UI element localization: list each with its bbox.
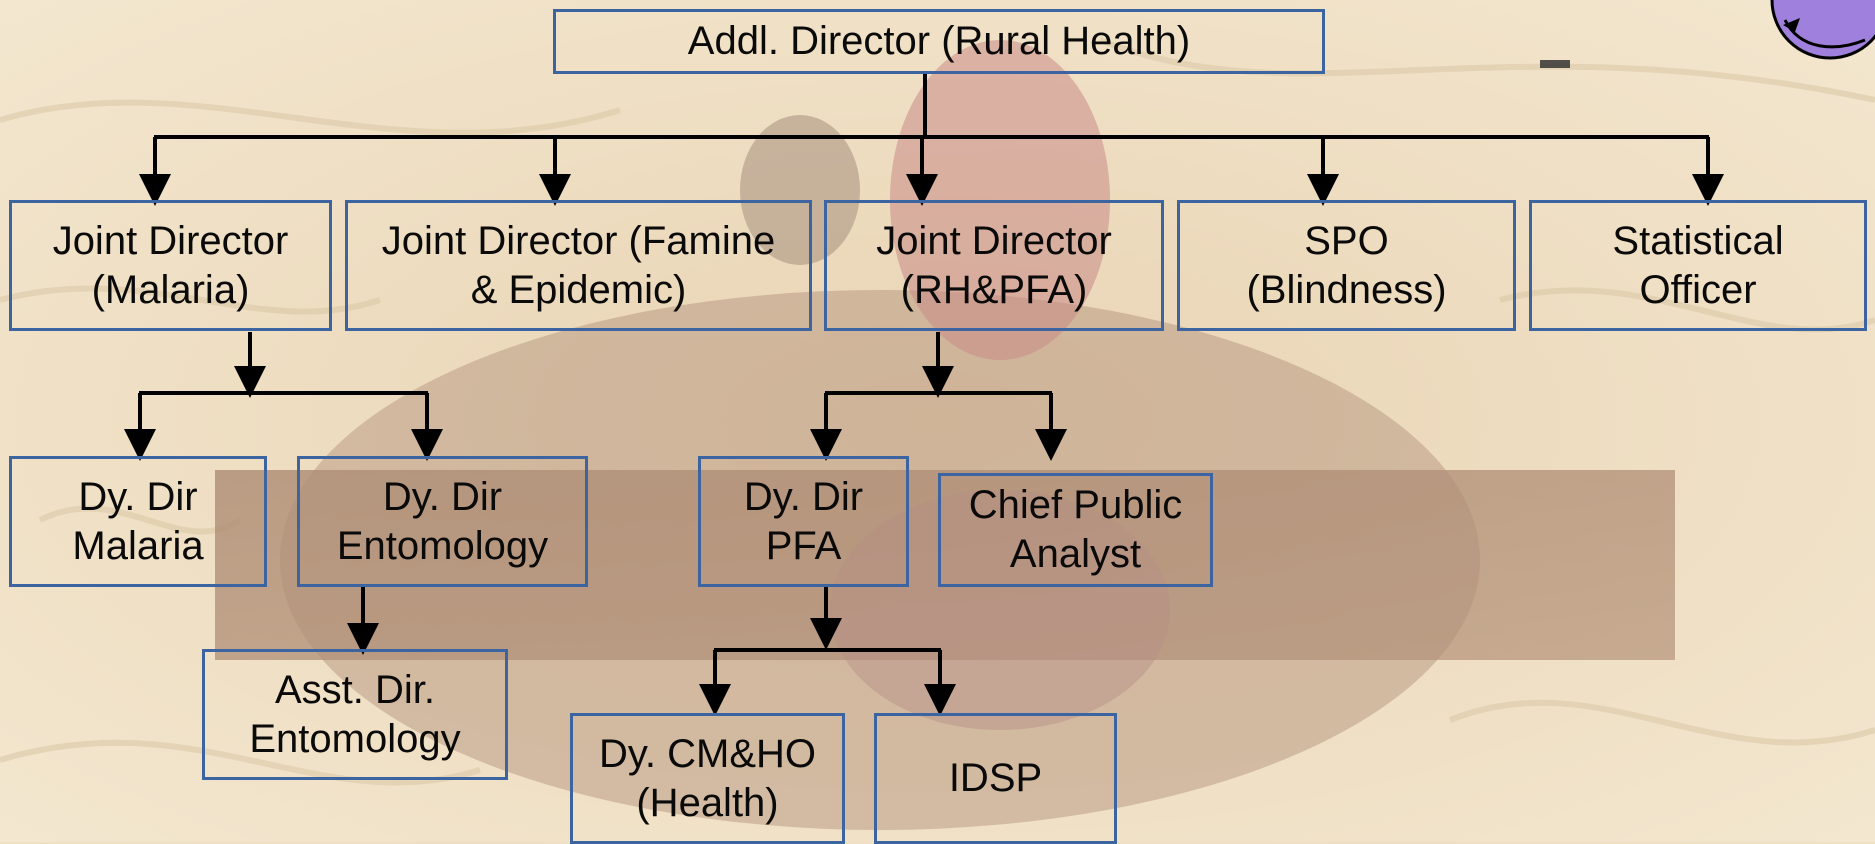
node-addl-director: Addl. Director (Rural Health)	[553, 9, 1325, 74]
node-jd-rhpfa: Joint Director (RH&PFA)	[824, 200, 1164, 331]
node-jd-malaria: Joint Director (Malaria)	[9, 200, 332, 331]
node-idsp: IDSP	[874, 713, 1117, 844]
logo-fragment	[1770, 0, 1875, 60]
node-dy-dir-entomology: Dy. Dir Entomology	[297, 456, 588, 587]
node-asst-dir-entomology: Asst. Dir. Entomology	[202, 649, 508, 780]
node-jd-famine-epidemic: Joint Director (Famine & Epidemic)	[345, 200, 812, 331]
node-chief-public-analyst: Chief Public Analyst	[938, 473, 1213, 587]
node-statistical-officer: Statistical Officer	[1529, 200, 1867, 331]
node-dy-cmho-health: Dy. CM&HO (Health)	[570, 713, 845, 844]
node-spo-blindness: SPO (Blindness)	[1177, 200, 1516, 331]
node-dy-dir-pfa: Dy. Dir PFA	[698, 456, 909, 587]
node-dy-dir-malaria: Dy. Dir Malaria	[9, 456, 267, 587]
